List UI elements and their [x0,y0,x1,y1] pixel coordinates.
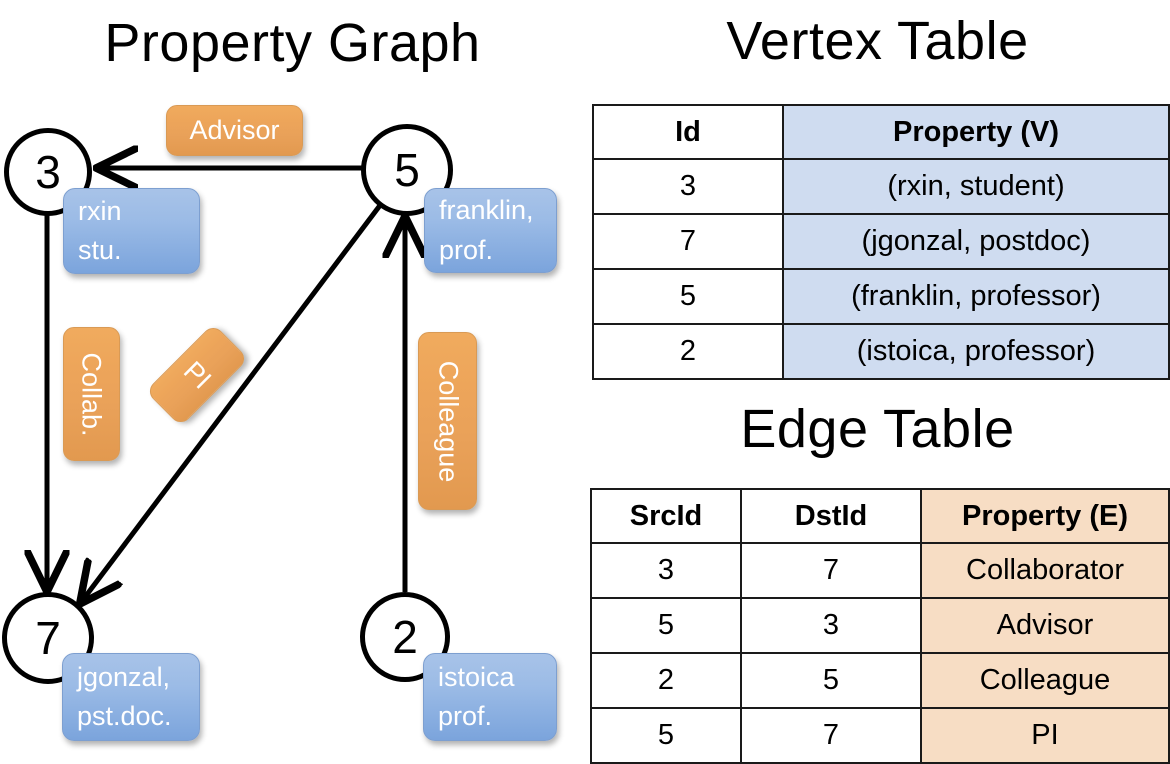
edge-cell-srcid: 5 [590,707,742,764]
property-graph-diagram: 3 5 7 2 rxin stu. franklin, prof. jgonza… [0,0,585,760]
vertex-cell-id: 2 [592,323,784,380]
table-row[interactable]: 2 (istoica, professor) [592,323,1170,380]
edge-cell-property: Collaborator [920,542,1170,599]
edge-cell-property: PI [920,707,1170,764]
vertex-property-line-2: stu. [78,235,122,265]
vertex-cell-id: 3 [592,158,784,215]
vertex-cell-property: (franklin, professor) [782,268,1170,325]
vertex-property-box-7[interactable]: jgonzal, pst.doc. [62,653,200,741]
vertex-property-line-1: rxin [78,195,122,226]
vertex-property-box-5[interactable]: franklin, prof. [424,188,557,273]
vertex-cell-property: (jgonzal, postdoc) [782,213,1170,270]
table-row[interactable]: 2 5 Colleague [590,652,1170,709]
edge-label-pi-text: PI [177,355,217,395]
vertex-col-id: Id [592,104,784,160]
table-row[interactable]: 5 7 PI [590,707,1170,764]
table-row[interactable]: 7 (jgonzal, postdoc) [592,213,1170,270]
table-row[interactable]: 5 (franklin, professor) [592,268,1170,325]
edge-table: SrcId DstId Property (E) 3 7 Collaborato… [590,488,1170,764]
page-title-edge-table: Edge Table [740,399,1015,459]
edge-col-property: Property (E) [920,488,1170,544]
table-row[interactable]: 5 3 Advisor [590,597,1170,654]
vertex-property-line-2: prof. [439,234,494,265]
edge-table-header-row: SrcId DstId Property (E) [590,488,1170,544]
vertex-property-line-1: jgonzal, [77,661,171,692]
edge-line-5-to-7 [82,202,383,601]
edge-cell-dstid: 3 [740,597,922,654]
vertex-property-line-2: prof. [438,701,493,731]
edge-label-collab[interactable]: Collab. [63,327,120,461]
vertex-property-line-2: pst.doc. [77,701,172,731]
page-title-property-graph: Property Graph [104,13,481,73]
vertex-cell-id: 7 [592,213,784,270]
table-row[interactable]: 3 7 Collaborator [590,542,1170,599]
vertex-table: Id Property (V) 3 (rxin, student) 7 (jgo… [592,104,1170,380]
edge-label-advisor-text: Advisor [189,115,280,145]
vertex-property-box-2[interactable]: istoica prof. [423,653,557,741]
edge-label-collab-text: Collab. [77,351,108,437]
graph-edge-lines [0,0,585,760]
edge-cell-srcid: 2 [590,652,742,709]
edge-cell-dstid: 5 [740,652,922,709]
edge-cell-dstid: 7 [740,542,922,599]
vertex-property-box-3[interactable]: rxin stu. [63,188,200,274]
vertex-cell-property: (rxin, student) [782,158,1170,215]
edge-col-dstid: DstId [740,488,922,544]
graph-node-2[interactable]: 2 [360,592,450,682]
table-row[interactable]: 3 (rxin, student) [592,158,1170,215]
vertex-cell-id: 5 [592,268,784,325]
vertex-property-line-1: istoica [438,661,515,692]
edge-cell-dstid: 7 [740,707,922,764]
edge-cell-srcid: 3 [590,542,742,599]
edge-col-srcid: SrcId [590,488,742,544]
vertex-table-header-row: Id Property (V) [592,104,1170,160]
edge-label-advisor[interactable]: Advisor [166,105,303,156]
vertex-property-line-1: franklin, [439,195,534,226]
edge-cell-property: Colleague [920,652,1170,709]
page-title-vertex-table: Vertex Table [726,11,1029,71]
vertex-cell-property: (istoica, professor) [782,323,1170,380]
edge-cell-property: Advisor [920,597,1170,654]
edge-cell-srcid: 5 [590,597,742,654]
vertex-col-property: Property (V) [782,104,1170,160]
edge-label-colleague[interactable]: Colleague [418,332,477,510]
edge-label-colleague-text: Colleague [433,360,463,482]
